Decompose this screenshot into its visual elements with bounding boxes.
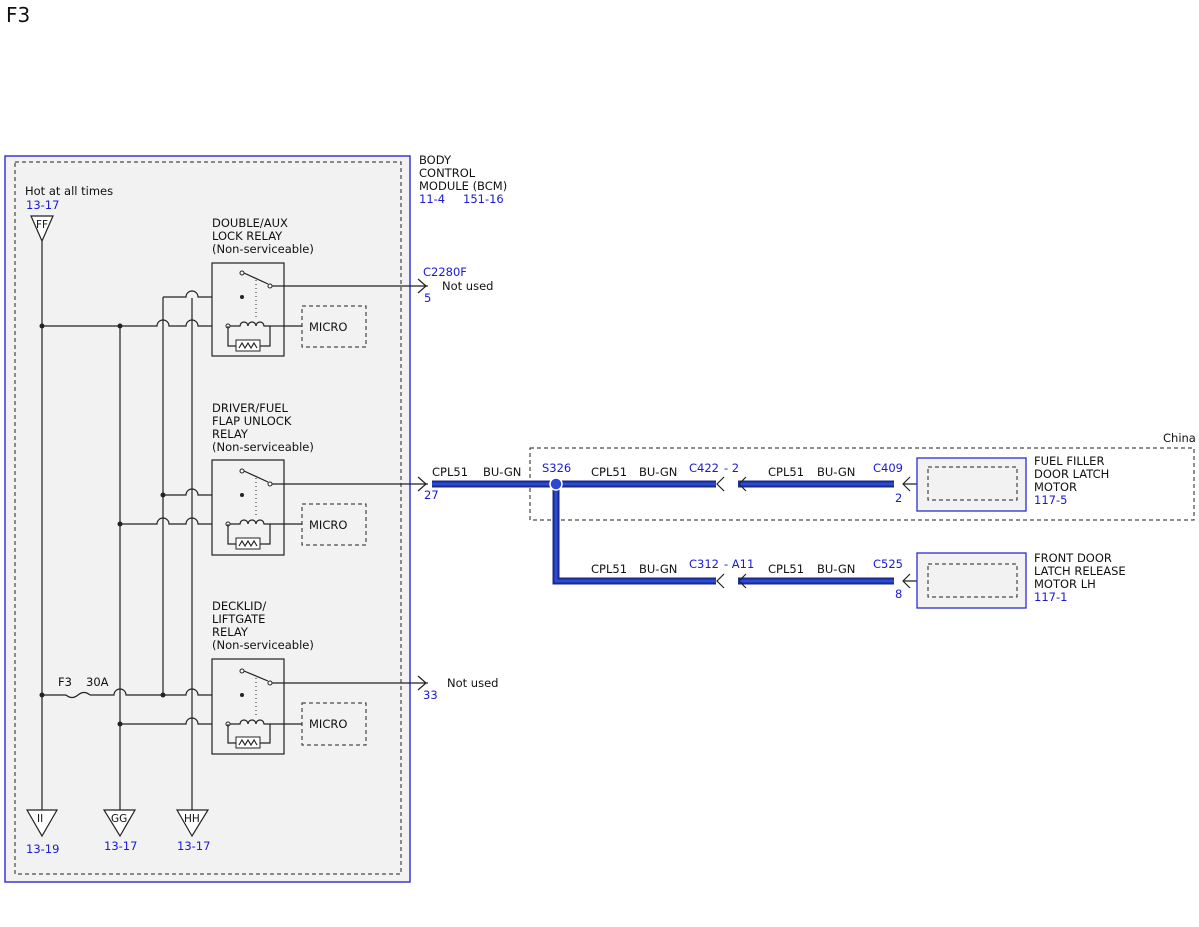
harness-cpl51[interactable] xyxy=(432,480,894,585)
connector-c409[interactable]: C409 xyxy=(873,461,903,475)
relay-1-line3: (Non-serviceable) xyxy=(212,242,314,256)
relay-2-line3: RELAY xyxy=(212,427,249,441)
c312-arrow xyxy=(716,573,725,589)
micro-1-label: MICRO xyxy=(309,320,347,334)
relay-2-line1: DRIVER/FUEL xyxy=(212,401,289,415)
fuel-filler-line3: MOTOR xyxy=(1034,480,1077,494)
relay-double-aux-lock[interactable]: DOUBLE/AUX LOCK RELAY (Non-serviceable) xyxy=(211,216,314,357)
bcm-module-outline xyxy=(4,155,411,883)
wire-5-color: BU-GN xyxy=(817,562,855,576)
bcm-name-line1: BODY xyxy=(419,153,452,167)
relay-3-line2: LIFTGATE xyxy=(212,612,265,626)
c422-arrow xyxy=(716,476,725,492)
front-door-latch-release-motor-lh[interactable] xyxy=(916,552,1027,609)
wire-1-color: BU-GN xyxy=(483,465,521,479)
china-label: China xyxy=(1163,431,1196,445)
splice-s326-label[interactable]: S326 xyxy=(542,461,571,475)
fuel-filler-ref[interactable]: 117-5 xyxy=(1034,493,1067,507)
hot-ref[interactable]: 13-17 xyxy=(26,198,59,212)
fuel-filler-door-latch-motor[interactable] xyxy=(916,457,1027,512)
not-used-2: Not used xyxy=(447,676,498,690)
terminal-ff[interactable]: FF xyxy=(30,215,54,243)
fuse-rating: 30A xyxy=(86,675,109,689)
wire-4-color: BU-GN xyxy=(639,562,677,576)
not-used-1: Not used xyxy=(442,279,493,293)
terminal-gg-label: GG xyxy=(111,813,127,825)
wire-1-circuit: CPL51 xyxy=(432,465,468,479)
connector-c525[interactable]: C525 xyxy=(873,557,903,571)
fuel-filler-line1: FUEL FILLER xyxy=(1034,454,1104,468)
relay-2-line4: (Non-serviceable) xyxy=(212,440,314,454)
relay-2-line2: FLAP UNLOCK xyxy=(212,414,292,428)
connector-c409-pin: 2 xyxy=(895,491,902,505)
terminal-ii[interactable]: II 13-19 xyxy=(25,809,59,856)
terminal-hh[interactable]: HH 13-17 xyxy=(175,809,210,853)
connector-c422[interactable]: C422 xyxy=(689,461,719,475)
wire-5-circuit: CPL51 xyxy=(768,562,804,576)
terminal-gg-ref: 13-17 xyxy=(104,839,137,853)
connector-pin-27: 27 xyxy=(424,488,439,502)
relay-3-line3: RELAY xyxy=(212,625,249,639)
bcm-name-line2: CONTROL xyxy=(419,166,476,180)
front-door-line1: FRONT DOOR xyxy=(1034,551,1112,565)
feed-relay-3-contact xyxy=(90,688,242,696)
relay-1-line1: DOUBLE/AUX xyxy=(212,216,288,230)
relay-1-line2: LOCK RELAY xyxy=(212,229,283,243)
hot-at-all-times-label: Hot at all times xyxy=(25,184,113,198)
feed-relay-1-coil xyxy=(42,319,228,327)
terminal-hh-ref: 13-17 xyxy=(177,839,210,853)
connector-pin-5: 5 xyxy=(424,291,431,305)
relay-3-line4: (Non-serviceable) xyxy=(212,638,314,652)
terminal-gg[interactable]: GG 13-17 xyxy=(102,809,137,853)
bcm-ref-1[interactable]: 11-4 xyxy=(419,192,445,206)
terminal-ff-label: FF xyxy=(36,219,48,231)
connector-c525-pin: 8 xyxy=(895,587,902,601)
feed-relay-1-contact xyxy=(163,290,242,298)
wire-4-circuit: CPL51 xyxy=(591,562,627,576)
wire-2-circuit: CPL51 xyxy=(591,465,627,479)
junction-dots xyxy=(39,323,166,727)
bcm-ref-2[interactable]: 151-16 xyxy=(463,192,504,206)
connector-c2280f[interactable]: C2280F xyxy=(423,265,467,279)
micro-3-label: MICRO xyxy=(309,717,347,731)
pin-33-arrow xyxy=(417,675,427,691)
feed-relay-3-coil xyxy=(120,717,228,725)
front-door-line2: LATCH RELEASE xyxy=(1034,564,1126,578)
connector-c422-pin: - 2 xyxy=(724,461,739,475)
wire-3-circuit: CPL51 xyxy=(768,465,804,479)
micro-1-box xyxy=(301,305,367,348)
relay-decklid-liftgate[interactable]: DECKLID/ LIFTGATE RELAY (Non-serviceable… xyxy=(211,599,314,755)
feed-relay-2-contact xyxy=(163,488,242,496)
fuse-label: F3 xyxy=(58,675,72,689)
terminal-ii-ref: 13-19 xyxy=(26,842,59,856)
micro-2-label: MICRO xyxy=(309,518,347,532)
connector-c312[interactable]: C312 xyxy=(689,557,719,571)
splice-s326-dot[interactable] xyxy=(549,477,563,491)
micro-3-box xyxy=(301,702,367,746)
page-id: F3 xyxy=(6,3,30,27)
wire-2-color: BU-GN xyxy=(639,465,677,479)
pin-5-arrow xyxy=(417,278,427,294)
relay-3-line1: DECKLID/ xyxy=(212,599,266,613)
micro-2-box xyxy=(301,503,367,546)
connector-pin-33: 33 xyxy=(423,688,438,702)
bcm-name-line3: MODULE (BCM) xyxy=(419,179,507,193)
terminal-hh-label: HH xyxy=(184,813,200,825)
fuel-filler-line2: DOOR LATCH xyxy=(1034,467,1109,481)
pin-27-arrow xyxy=(417,476,427,492)
fuse-symbol xyxy=(65,691,91,699)
front-door-ref[interactable]: 117-1 xyxy=(1034,590,1067,604)
c422-arrow-2 xyxy=(738,476,747,492)
wire-3-color: BU-GN xyxy=(817,465,855,479)
connector-c312-pin: - A11 xyxy=(724,557,754,571)
relay-driver-fuel-flap-unlock[interactable]: DRIVER/FUEL FLAP UNLOCK RELAY (Non-servi… xyxy=(211,401,314,556)
bcm-module-label: BODY CONTROL MODULE (BCM) 11-4 151-16 xyxy=(419,153,507,206)
c312-arrow-2 xyxy=(738,573,747,589)
front-door-line3: MOTOR LH xyxy=(1034,577,1096,591)
terminal-ii-label: II xyxy=(37,813,43,825)
feed-relay-2-coil xyxy=(120,517,228,525)
bcm-inner-boundary xyxy=(14,161,402,875)
